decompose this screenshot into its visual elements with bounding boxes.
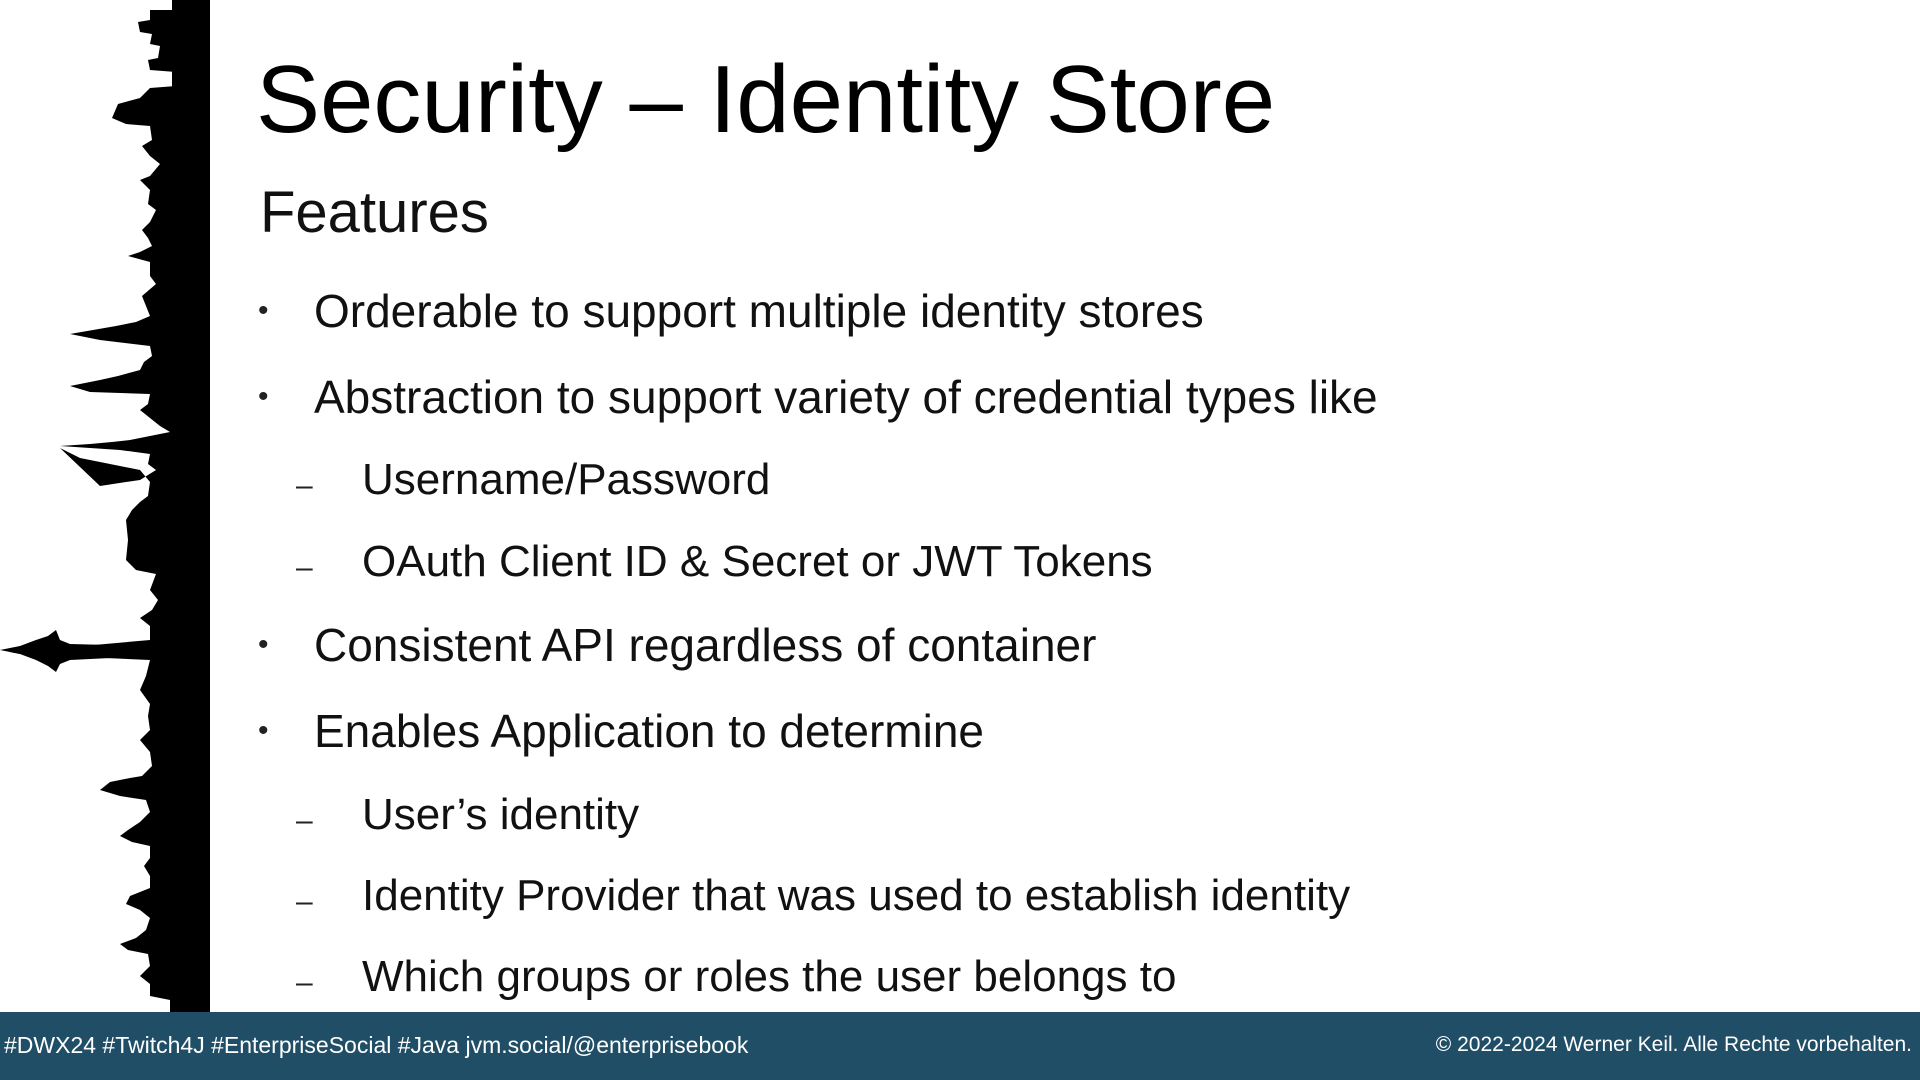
slide-title: Security – Identity Store (256, 46, 1276, 153)
bullet-text: Consistent API regardless of container (314, 619, 1097, 671)
sub-bullet-marker: – (296, 804, 313, 837)
bullet-marker: • (258, 294, 269, 327)
sub-bullet-text: Identity Provider that was used to estab… (362, 871, 1351, 920)
bullet-marker: • (258, 380, 269, 413)
footer-hashtags: #DWX24 #Twitch4J #EnterpriseSocial #Java… (4, 1032, 749, 1058)
sub-bullet-marker: – (296, 551, 313, 584)
sub-bullet-text: Username/Password (362, 455, 771, 504)
bullet-marker: • (258, 714, 269, 747)
city-skyline-silhouette-icon (0, 0, 210, 1012)
footer-bar: #DWX24 #Twitch4J #EnterpriseSocial #Java… (0, 1012, 1920, 1080)
bullet-text: Orderable to support multiple identity s… (314, 285, 1204, 337)
sub-bullet-marker: – (296, 966, 313, 999)
bullet-list: • Orderable to support multiple identity… (258, 285, 1378, 1001)
bullet-text: Enables Application to determine (314, 705, 984, 757)
sub-bullet-text: OAuth Client ID & Secret or JWT Tokens (362, 537, 1153, 586)
bullet-text: Abstraction to support variety of creden… (314, 371, 1378, 423)
sub-bullet-marker: – (296, 885, 313, 918)
sub-bullet-marker: – (296, 469, 313, 502)
sub-bullet-text: User’s identity (362, 790, 640, 839)
bullet-marker: • (258, 628, 269, 661)
sub-bullet-text: Which groups or roles the user belongs t… (362, 952, 1177, 1001)
slide-subtitle: Features (260, 180, 489, 245)
footer-copyright: © 2022-2024 Werner Keil. Alle Rechte vor… (1435, 1033, 1912, 1056)
